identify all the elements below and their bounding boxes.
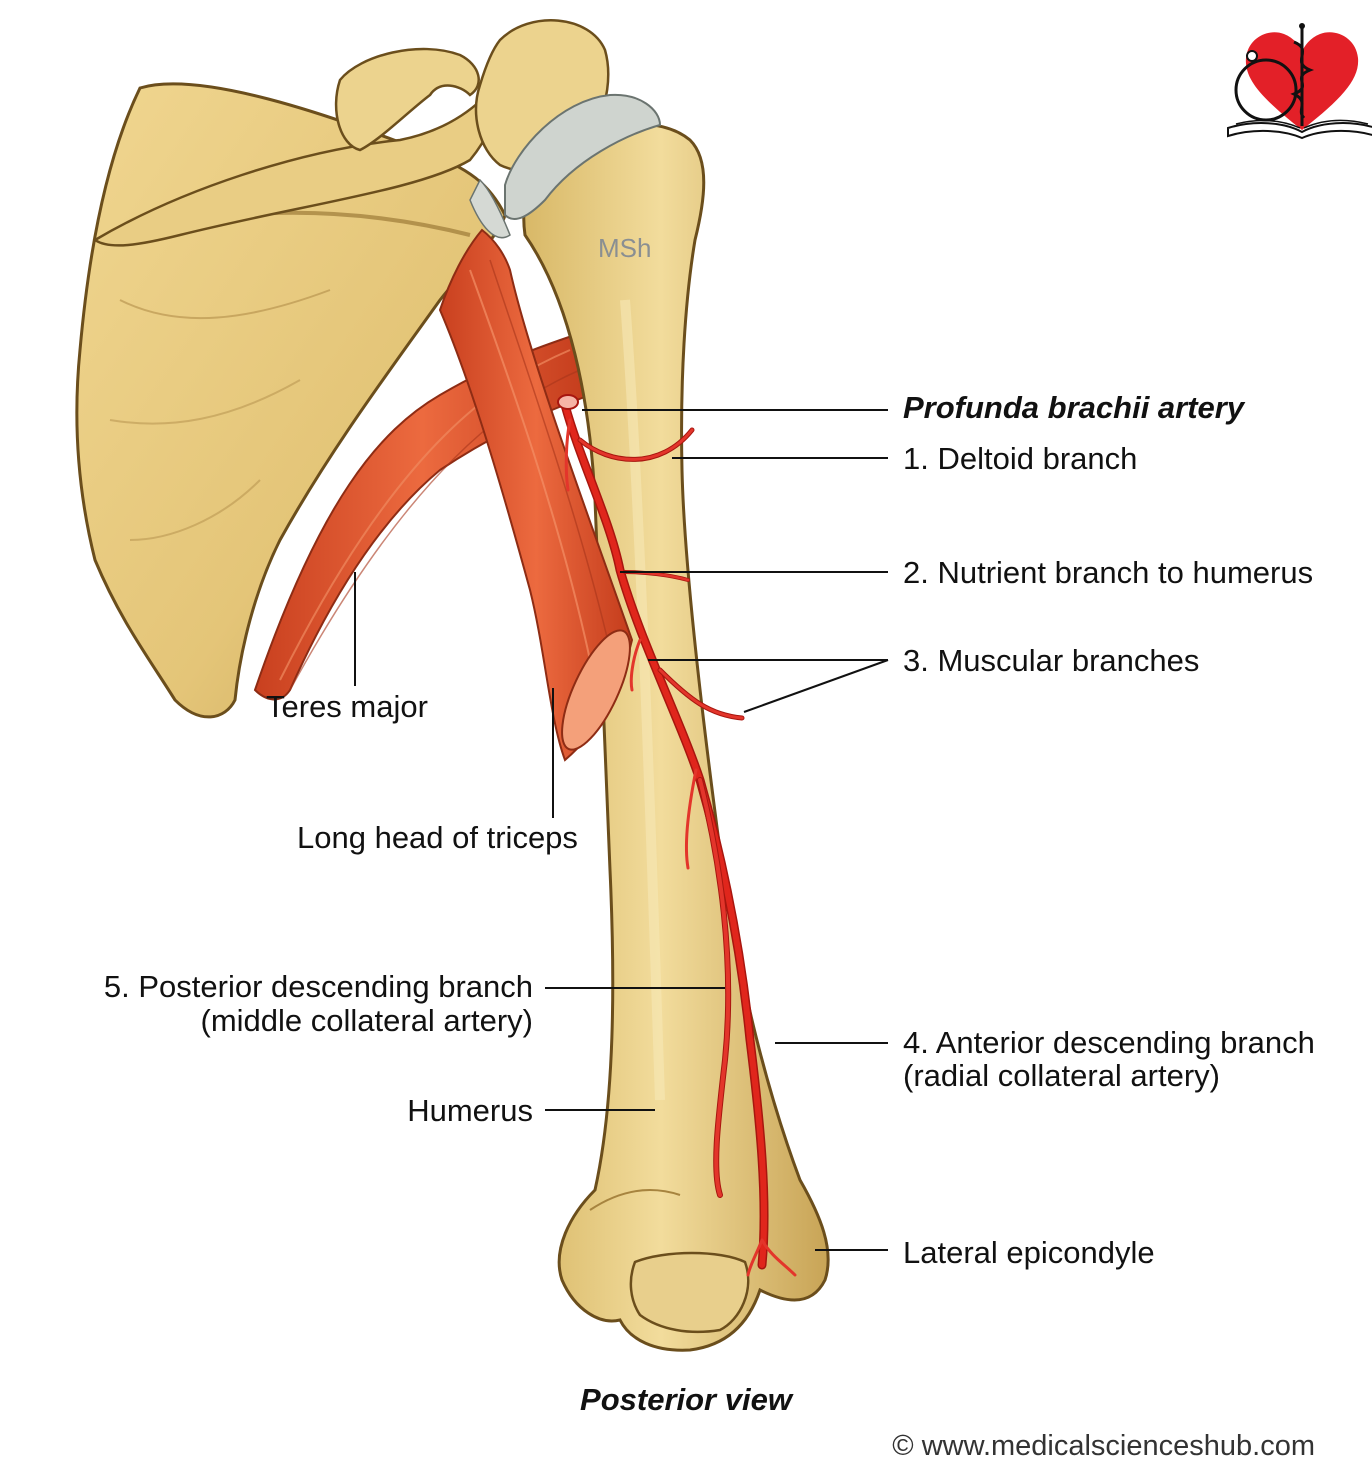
label-posterior-descending-branch: 5. Posterior descending branch — [104, 969, 533, 1004]
watermark-text: MSh — [598, 233, 651, 263]
label-anterior-descending-branch: 4. Anterior descending branch — [903, 1025, 1315, 1060]
label-teres-major: Teres major — [266, 689, 428, 724]
label-radial-collateral-artery: (radial collateral artery) — [903, 1058, 1220, 1093]
triceps-long-head-muscle — [438, 228, 634, 762]
label-humerus: Humerus — [407, 1093, 533, 1128]
heart-caduceus-book-icon — [1227, 23, 1372, 140]
label-lateral-epicondyle: Lateral epicondyle — [903, 1235, 1155, 1270]
scapula — [75, 76, 507, 719]
label-profunda-brachii-artery: Profunda brachii artery — [903, 390, 1246, 425]
label-nutrient-branch: 2. Nutrient branch to humerus — [903, 555, 1313, 590]
figure-caption: Posterior view — [580, 1382, 794, 1417]
profunda-brachii-artery — [557, 394, 797, 1277]
label-middle-collateral-artery: (middle collateral artery) — [201, 1003, 534, 1038]
leader-lines — [354, 409, 889, 1251]
copyright-notice: © www.medicalscienceshub.com — [892, 1430, 1315, 1462]
humeral-head — [469, 93, 662, 239]
label-muscular-branches: 3. Muscular branches — [903, 643, 1199, 678]
label-deltoid-branch: 1. Deltoid branch — [903, 441, 1137, 476]
label-long-head-triceps: Long head of triceps — [297, 820, 578, 855]
